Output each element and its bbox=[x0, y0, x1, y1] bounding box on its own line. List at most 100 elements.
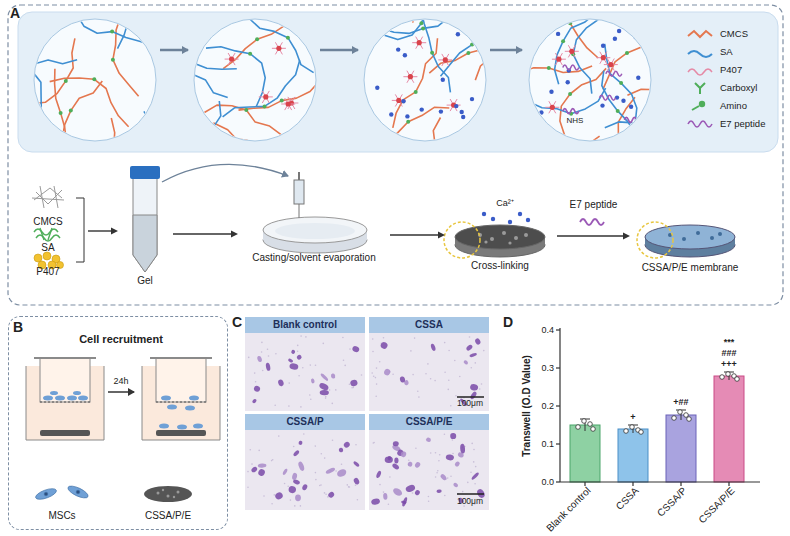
tube-step: Gel bbox=[118, 160, 173, 288]
micelle bbox=[229, 57, 234, 62]
polymer-network bbox=[490, 0, 725, 224]
label-text: A bbox=[10, 5, 20, 21]
stained-cell bbox=[436, 489, 441, 493]
pore bbox=[357, 499, 359, 501]
pore bbox=[435, 452, 437, 454]
transwell-illustration bbox=[66, 484, 89, 501]
micelle bbox=[417, 40, 422, 45]
node-text: Cell recruitment bbox=[79, 333, 163, 346]
casting-step: Casting/solvent evaporation bbox=[238, 198, 390, 270]
pore bbox=[293, 446, 295, 448]
pore bbox=[481, 383, 483, 385]
pore bbox=[297, 350, 299, 352]
stained-cell bbox=[465, 344, 473, 352]
dish-illustration bbox=[508, 241, 511, 244]
transwell-illustration bbox=[43, 391, 88, 401]
dish-illustration bbox=[514, 236, 518, 240]
node-text: Gel bbox=[137, 275, 153, 287]
pore bbox=[475, 466, 477, 468]
polymer-chain bbox=[204, 105, 292, 146]
stained-cell bbox=[371, 498, 381, 506]
label-text: 0.3 bbox=[541, 363, 554, 373]
transwell-illustration bbox=[26, 358, 220, 502]
polymer-chain bbox=[0, 60, 77, 89]
pore bbox=[428, 500, 430, 502]
functional-group bbox=[619, 81, 623, 85]
stained-cell bbox=[298, 440, 303, 445]
pore bbox=[297, 345, 299, 347]
dish-illustration bbox=[524, 233, 528, 237]
bar-chart bbox=[720, 375, 725, 380]
polymer-chain bbox=[107, 118, 115, 219]
stained-cell bbox=[394, 457, 398, 463]
label-text: C bbox=[232, 314, 242, 330]
bar-chart bbox=[684, 413, 689, 418]
polymer-chain bbox=[299, 49, 367, 118]
polymer-chain bbox=[303, 0, 360, 28]
pore bbox=[315, 365, 317, 367]
membrane-illustration bbox=[682, 237, 686, 241]
stained-cell bbox=[274, 491, 284, 501]
pore bbox=[375, 377, 377, 379]
functional-group bbox=[547, 66, 551, 70]
stained-cell bbox=[258, 463, 267, 468]
tile-header: CSSA/P/E bbox=[369, 414, 489, 430]
legend-sample bbox=[699, 101, 705, 107]
pore bbox=[332, 440, 334, 442]
pore bbox=[315, 472, 317, 474]
functional-group bbox=[585, 172, 589, 176]
pore bbox=[288, 382, 290, 384]
stage-arrow bbox=[320, 49, 358, 52]
functional-group bbox=[286, 36, 290, 40]
dish-illustration bbox=[444, 222, 480, 258]
bar-chart bbox=[687, 417, 692, 422]
polymer-network bbox=[0, 0, 228, 227]
micrograph bbox=[245, 333, 489, 510]
pore bbox=[435, 476, 437, 478]
label-text: Ca²⁺ bbox=[496, 198, 514, 208]
calcium-ion bbox=[566, 80, 570, 84]
stained-cell bbox=[353, 477, 361, 485]
bar-chart bbox=[714, 376, 744, 482]
calcium-ion bbox=[629, 105, 633, 109]
pore bbox=[278, 435, 280, 437]
transwell-illustration bbox=[34, 357, 96, 359]
legend-text: Carboxyl bbox=[720, 83, 758, 94]
scale-bar bbox=[457, 397, 484, 494]
node-text: Cross-linking bbox=[471, 260, 529, 272]
label-text: +## bbox=[673, 397, 688, 407]
label-text: 0.4 bbox=[541, 325, 554, 335]
stained-cell bbox=[288, 485, 297, 493]
node-text: CSSA/P/E membrane bbox=[642, 262, 739, 274]
functional-group bbox=[59, 111, 63, 115]
bar-chart bbox=[618, 429, 648, 482]
dish-illustration bbox=[526, 218, 530, 222]
polymer-chain bbox=[206, 47, 265, 107]
transwell-illustration bbox=[156, 430, 206, 436]
stained-cell bbox=[401, 497, 408, 507]
functional-group bbox=[255, 37, 259, 41]
pore bbox=[355, 444, 357, 446]
pore bbox=[319, 485, 321, 487]
legend-sample bbox=[688, 69, 712, 75]
bar-chart bbox=[556, 328, 760, 486]
stained-cell bbox=[320, 390, 329, 395]
node-text: 100μm bbox=[457, 399, 483, 409]
transwell-illustration bbox=[150, 357, 212, 359]
stained-cell bbox=[320, 373, 329, 382]
pore bbox=[447, 477, 449, 479]
calcium-ion bbox=[613, 37, 617, 41]
pore bbox=[417, 391, 419, 393]
tube-illustration bbox=[133, 215, 157, 272]
polymer-chain bbox=[415, 0, 451, 92]
pore bbox=[371, 372, 373, 374]
functional-group bbox=[248, 52, 252, 56]
functional-group bbox=[668, 82, 672, 86]
stained-cell bbox=[310, 378, 315, 384]
functional-group bbox=[414, 90, 418, 94]
label-text: 0.0 bbox=[541, 477, 554, 487]
pore bbox=[247, 486, 249, 488]
polymer-chain bbox=[377, 107, 450, 170]
stained-cell bbox=[445, 454, 454, 461]
